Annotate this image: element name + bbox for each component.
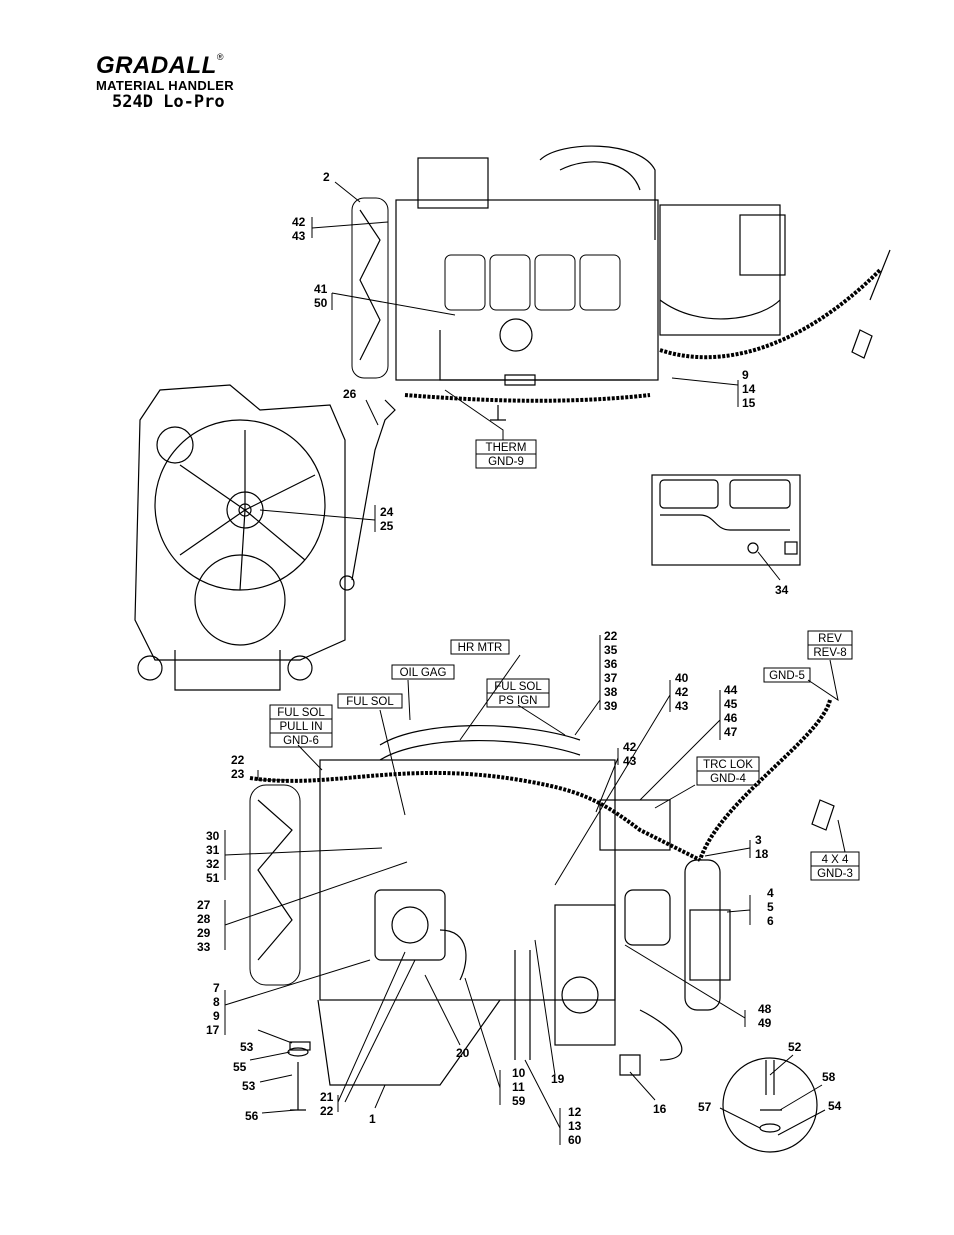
- callout-60: 60: [568, 1133, 582, 1147]
- callout-53b: 53: [242, 1079, 256, 1093]
- tag-4x4: 4 X 4: [822, 854, 849, 866]
- callout-41: 41: [314, 282, 328, 296]
- callout-15: 15: [742, 396, 756, 410]
- callout-42b: 42: [623, 740, 637, 754]
- callout-29: 29: [197, 926, 211, 940]
- callout-18: 18: [755, 847, 769, 861]
- callout-52: 52: [788, 1040, 802, 1054]
- tag-oil-gag: OIL GAG: [400, 667, 447, 679]
- leader-lines: [224, 181, 846, 1145]
- callout-33: 33: [197, 940, 211, 954]
- part-number-callouts: 2 42 43 41 50 26 9 14 15 24 25 34 22 23 …: [197, 170, 842, 1147]
- callout-43: 43: [292, 229, 306, 243]
- tag-gnd-4: GND-4: [710, 773, 746, 785]
- callout-19: 19: [551, 1072, 565, 1086]
- callout-59: 59: [512, 1094, 526, 1108]
- callout-13: 13: [568, 1119, 582, 1133]
- callout-1: 1: [369, 1112, 376, 1126]
- callout-49: 49: [758, 1016, 772, 1030]
- tag-rev: REV: [818, 633, 842, 645]
- callout-30: 30: [206, 829, 220, 843]
- detail-view-34: [651, 474, 801, 566]
- brand-name: GRADALL: [96, 52, 217, 79]
- callout-9: 9: [213, 1009, 220, 1023]
- callout-46: 46: [724, 711, 738, 725]
- tag-gnd-9: GND-9: [488, 456, 524, 468]
- callout-2: 2: [323, 170, 330, 184]
- callout-25: 25: [380, 519, 394, 533]
- callout-3: 3: [755, 833, 762, 847]
- callout-17: 17: [206, 1023, 220, 1037]
- connector-tags: THERM GND-9 HR MTR OIL GAG FUL SOL FUL S…: [269, 439, 860, 881]
- callout-6: 6: [767, 914, 774, 928]
- callout-58: 58: [822, 1070, 836, 1084]
- callout-24: 24: [380, 505, 394, 519]
- callout-7: 7: [213, 981, 220, 995]
- tag-gnd-6: GND-6: [283, 735, 319, 747]
- callout-50: 50: [314, 296, 328, 310]
- callout-5: 5: [767, 900, 774, 914]
- tag-trc-lok: TRC LOK: [703, 759, 753, 771]
- callout-57: 57: [698, 1100, 712, 1114]
- tag-therm: THERM: [486, 442, 527, 454]
- tag-gnd-5: GND-5: [769, 670, 805, 682]
- callout-22: 22: [231, 753, 245, 767]
- tag-ful-sol-ps: FUL SOL: [494, 681, 542, 693]
- callout-56: 56: [245, 1109, 259, 1123]
- callout-32: 32: [206, 857, 220, 871]
- document-subtitle: MATERIAL HANDLER: [96, 78, 234, 93]
- tag-ful-sol: FUL SOL: [346, 696, 394, 708]
- top-view-engine: [351, 145, 891, 421]
- callout-23: 23: [231, 767, 245, 781]
- callout-34: 34: [775, 583, 789, 597]
- callout-40: 40: [675, 671, 689, 685]
- callout-4: 4: [767, 886, 774, 900]
- tag-gnd-3: GND-3: [817, 868, 853, 880]
- model-title: 524D Lo-Pro: [112, 92, 225, 112]
- side-view-engine: [249, 699, 835, 1153]
- tag-rev-8: REV-8: [813, 647, 846, 659]
- callout-42: 42: [292, 215, 306, 229]
- registered-mark: ®: [216, 52, 224, 62]
- callout-43c: 43: [675, 699, 689, 713]
- callout-21: 21: [320, 1090, 334, 1104]
- callout-26: 26: [343, 387, 357, 401]
- brand-logo: GRADALL®: [96, 52, 224, 80]
- callout-47: 47: [724, 725, 738, 739]
- callout-8: 8: [213, 995, 220, 1009]
- callout-20: 20: [456, 1046, 470, 1060]
- callout-51: 51: [206, 871, 220, 885]
- front-view-engine: [134, 384, 396, 691]
- callout-14: 14: [742, 382, 756, 396]
- callout-36: 36: [604, 657, 618, 671]
- callout-39: 39: [604, 699, 618, 713]
- callout-35: 35: [604, 643, 618, 657]
- callout-27: 27: [197, 898, 211, 912]
- tag-pull-in: PULL IN: [279, 721, 322, 733]
- callout-55: 55: [233, 1060, 247, 1074]
- callout-9: 9: [742, 368, 749, 382]
- callout-42c: 42: [675, 685, 689, 699]
- callout-48: 48: [758, 1002, 772, 1016]
- callout-11: 11: [512, 1080, 525, 1094]
- callout-45: 45: [724, 697, 738, 711]
- callout-22c: 22: [604, 629, 618, 643]
- callout-22b: 22: [320, 1104, 334, 1118]
- callout-28: 28: [197, 912, 211, 926]
- tag-ps-ign: PS IGN: [499, 695, 538, 707]
- callout-44: 44: [724, 683, 738, 697]
- tag-ful-sol-pull: FUL SOL: [277, 707, 325, 719]
- callout-53: 53: [240, 1040, 254, 1054]
- tag-hr-mtr: HR MTR: [458, 642, 503, 654]
- callout-54: 54: [828, 1099, 842, 1113]
- callout-37: 37: [604, 671, 618, 685]
- callout-31: 31: [206, 843, 220, 857]
- callout-43b: 43: [623, 754, 637, 768]
- callout-16: 16: [653, 1102, 667, 1116]
- callout-38: 38: [604, 685, 618, 699]
- callout-12: 12: [568, 1105, 582, 1119]
- callout-10: 10: [512, 1066, 526, 1080]
